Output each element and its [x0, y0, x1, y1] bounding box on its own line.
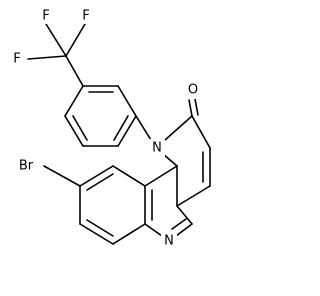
- bonds: [27, 23, 211, 245]
- bond-c2-o: [188, 99, 193, 117]
- bond-c2-o-double: [194, 98, 199, 116]
- bond-ph-5: [64, 115, 84, 147]
- bond-ph-3: [117, 115, 137, 147]
- atom-label-f2: F: [13, 52, 20, 67]
- atom-nitrogen-pyridine: N: [161, 232, 177, 250]
- bond-ph-6: [64, 85, 84, 117]
- bond-c10b-c10a: [144, 165, 178, 187]
- atom-label-bromine: Br: [19, 159, 34, 174]
- atom-label-nitrogen-ring: N: [152, 141, 162, 156]
- atom-f3: F: [79, 8, 93, 24]
- bond-c4-c4a: [176, 185, 211, 207]
- bond-c6-c4a: [176, 205, 193, 225]
- atom-labels: F F F O N N Br: [10, 8, 201, 250]
- bond-c8-c7-inner: [86, 219, 114, 237]
- bond-c6a-n5: [144, 223, 163, 237]
- bond-cf3-f2: [27, 55, 67, 60]
- atom-nitrogen-ring: N: [149, 139, 165, 157]
- bond-cf3-f3: [65, 23, 86, 57]
- bond-ph-inner-3: [72, 115, 88, 141]
- atom-label-f1: F: [42, 9, 49, 24]
- bond-c10a-c10: [112, 165, 146, 187]
- atom-label-f3: F: [82, 9, 89, 24]
- bond-cf3-aryl: [65, 55, 84, 87]
- bond-c10-c9-inner: [86, 173, 114, 191]
- bond-c7-c6a: [112, 223, 146, 245]
- bond-c2-c3: [191, 115, 211, 149]
- bond-c8-c7: [79, 223, 114, 245]
- bond-c10-c9: [79, 165, 114, 187]
- bond-ph-inner-2: [113, 115, 129, 141]
- atom-oxygen: O: [185, 81, 201, 99]
- atom-label-oxygen: O: [188, 83, 198, 98]
- bond-n5-c6: [175, 223, 193, 237]
- atom-f1: F: [39, 8, 53, 24]
- bond-cf3-f1: [45, 23, 67, 57]
- atom-bromine: Br: [14, 157, 38, 175]
- bond-ph-2: [117, 85, 137, 117]
- atom-label-nitrogen-pyridine: N: [164, 234, 174, 249]
- bond-c9-br: [43, 165, 81, 187]
- bond-n5-c6-inner: [171, 218, 187, 230]
- chemical-structure: F F F O N N Br: [10, 8, 211, 250]
- atom-f2: F: [10, 51, 24, 67]
